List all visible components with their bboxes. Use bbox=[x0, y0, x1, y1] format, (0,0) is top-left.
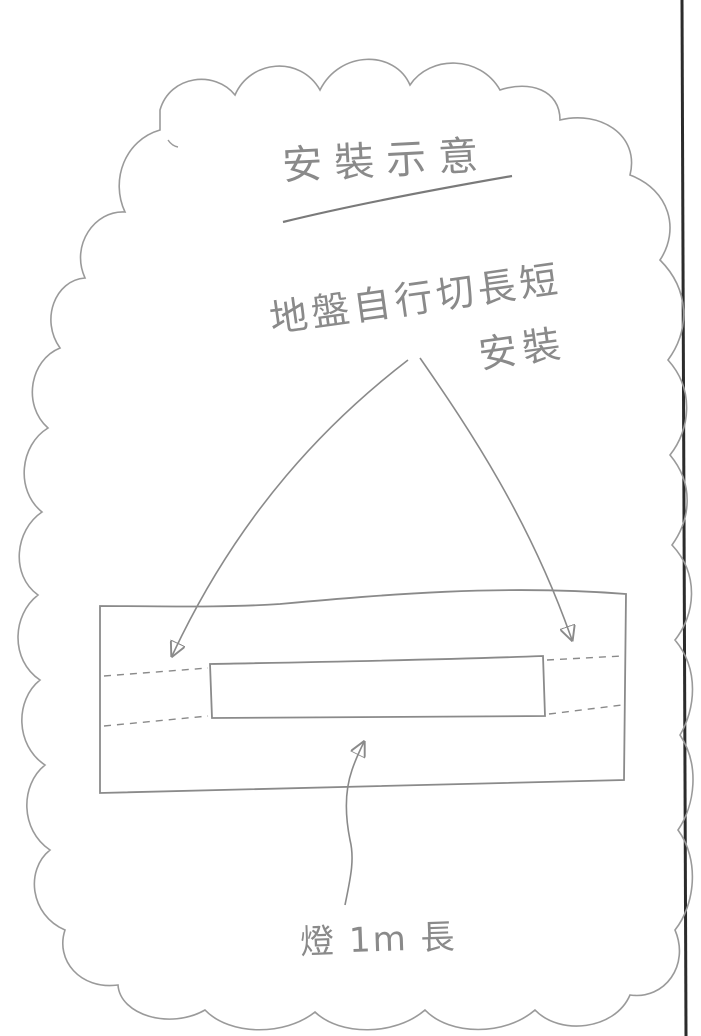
lamp-length-label: 燈 1m 長 bbox=[299, 917, 458, 963]
arrow-to-lamp bbox=[344, 742, 364, 906]
dashed-line-right-top bbox=[546, 655, 623, 661]
dashed-line-right-bottom bbox=[548, 704, 623, 715]
arrow-to-right-end bbox=[419, 357, 572, 640]
arrow-to-left-end bbox=[172, 359, 409, 656]
dashed-line-left-bottom bbox=[103, 715, 209, 727]
page-border-line bbox=[680, 0, 688, 1036]
diagram-title: 安裝示意 bbox=[281, 132, 492, 190]
lamp-rectangle bbox=[209, 655, 546, 719]
dashed-line-left-top bbox=[103, 667, 209, 677]
cloud-outline bbox=[17, 58, 694, 1031]
outer-frame bbox=[99, 589, 627, 794]
title-underline bbox=[282, 174, 513, 224]
stray-tick-mark bbox=[167, 139, 179, 148]
